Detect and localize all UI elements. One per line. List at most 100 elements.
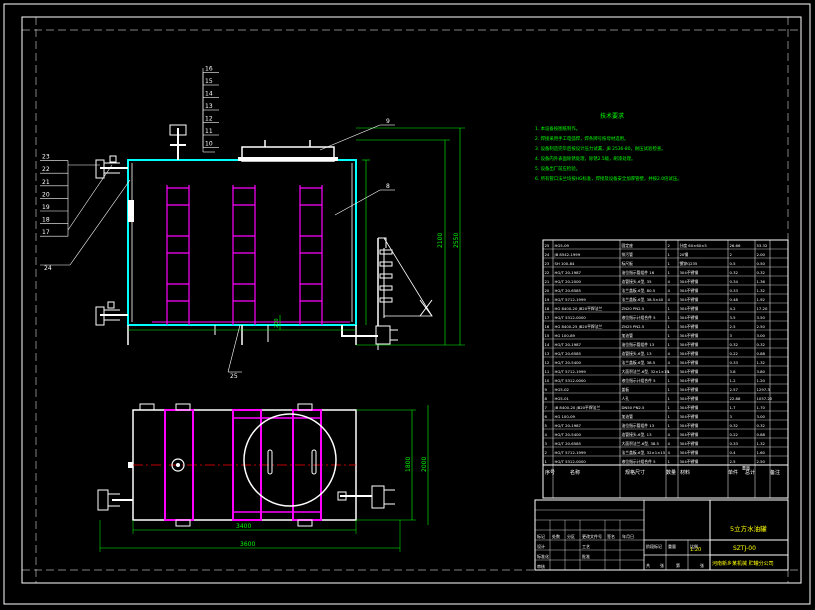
bom-cell: 21 bbox=[545, 279, 550, 284]
bom-cell: 23 bbox=[545, 261, 550, 266]
bom-cell: 3.8 bbox=[730, 369, 737, 374]
bom-cell: 304不锈钢 bbox=[680, 342, 699, 347]
bom-cell: 304不锈钢 bbox=[680, 423, 699, 428]
bom-cell: 24 bbox=[545, 252, 550, 257]
bom-cell: 304不锈钢 bbox=[680, 333, 699, 338]
bom-cell: 8 bbox=[545, 396, 548, 401]
bom-cell: 3.80 bbox=[757, 369, 766, 374]
tech-note-line: 6. 所有管口法兰均按HG标准，焊接及设备安全加厚管壁，并按2.0倍试压。 bbox=[535, 175, 682, 182]
bom-cell: 1 bbox=[668, 315, 671, 320]
bom-cell: 4 bbox=[668, 297, 671, 302]
bom-header-cell: 总计 bbox=[745, 469, 755, 476]
bom-cell: HG 100-09 bbox=[555, 414, 576, 419]
tech-note-line: 2. 焊接采用手工电弧焊，焊条牌号按母材选用。 bbox=[535, 135, 628, 142]
bom-cell: 3 bbox=[730, 333, 733, 338]
tb-label: 张 bbox=[700, 562, 704, 568]
bom-cell: 连管接头-6型, 13 bbox=[622, 351, 653, 356]
tech-notes-items: 1. 本设备按图纸制作。2. 焊接采用手工电弧焊，焊条牌号按母材选用。3. 设备… bbox=[535, 125, 682, 182]
bom-cell: 304不锈钢 bbox=[680, 378, 699, 383]
bom-cell: 0.33 bbox=[730, 288, 739, 293]
bom-header-cell: 材料 bbox=[680, 469, 690, 476]
tb-label: 批准 bbox=[582, 553, 590, 559]
bom-cell: 304不锈钢 bbox=[680, 315, 699, 320]
bom-cell: 12 bbox=[545, 360, 550, 365]
sheet-outer-border bbox=[3, 3, 811, 605]
bom-cell: HG/T 20-5400 bbox=[555, 360, 582, 365]
bom-cell: 10 bbox=[545, 378, 550, 383]
tech-notes: 技术要求 1. 本设备按图纸制作。2. 焊接采用手工电弧焊，焊条牌号按母材选用。… bbox=[535, 112, 682, 182]
bom-cell: 1 bbox=[668, 405, 671, 410]
bom-cell: 排污管 bbox=[622, 252, 634, 257]
bom-cell: 304不锈钢 bbox=[680, 351, 699, 356]
bom-cell: 2.5 bbox=[730, 459, 737, 464]
title-block-labels: 标记处数分区更改文件号签名年月日设计标准化审核工艺批准阶段标记重量比例共张第张 bbox=[535, 509, 704, 570]
bom-cell: 17 bbox=[545, 315, 550, 320]
bom-cell: 固定座 bbox=[622, 243, 634, 248]
bom-cell: HG5-01 bbox=[555, 396, 570, 401]
tb-label: 分区 bbox=[567, 533, 575, 539]
bom-header-cell: 规格尺寸 bbox=[625, 469, 645, 476]
bom-cell: 22 bbox=[545, 270, 550, 275]
bom-cell: 0.22 bbox=[730, 351, 739, 356]
bom-cell: HG/T 20-1987 bbox=[555, 270, 582, 275]
tech-notes-title: 技术要求 bbox=[600, 112, 624, 120]
tb-label: 阶段标记 bbox=[646, 543, 662, 549]
bom-cell: 0.50 bbox=[757, 261, 766, 266]
bom-cell: 0.32 bbox=[757, 342, 766, 347]
bom-cell: HG5-09 bbox=[555, 243, 570, 248]
bom-cell: 304不锈钢 bbox=[680, 414, 699, 419]
bom-cell: 5 bbox=[545, 423, 548, 428]
title-block: 5立方水油罐 SZTJ-00 河南新乡某机械 贮罐分公司 1:20 标记处数分区… bbox=[534, 499, 789, 571]
bom-cell: HG5-02 bbox=[555, 387, 570, 392]
balloon-label: 15 bbox=[205, 78, 213, 85]
manhole-handle-2 bbox=[311, 449, 317, 475]
vent-center bbox=[176, 463, 180, 467]
balloon-label: 17 bbox=[42, 229, 50, 236]
dim-length-overall: 3600 bbox=[240, 541, 255, 548]
tb-label: 第 bbox=[676, 562, 680, 568]
bom-cell: 2.50 bbox=[757, 324, 766, 329]
bom-cell: 1 bbox=[668, 378, 671, 383]
bom-cell: 0.33 bbox=[730, 441, 739, 446]
bom-cell: 0.4 bbox=[730, 450, 737, 455]
bom-cell: 人孔 bbox=[622, 396, 630, 401]
bom-cell: 1 bbox=[668, 324, 671, 329]
bom-cell: 20钢 bbox=[680, 252, 689, 257]
bom-cell: 加油管 bbox=[622, 333, 634, 338]
balloon-label: 14 bbox=[205, 91, 213, 98]
bom-cell: 液位指示计组合件 5 bbox=[622, 459, 657, 464]
bom-cell: 4.2 bbox=[730, 306, 737, 311]
bom-cell: 连管接头-6型, 13 bbox=[622, 432, 653, 437]
bom-cell: 1 bbox=[668, 387, 671, 392]
bom-cell: 16 bbox=[545, 324, 550, 329]
bom-cell: 3.00 bbox=[757, 333, 766, 338]
bom-cell: 大面积法兰-6型, 32×1×15 bbox=[622, 369, 670, 374]
balloon-label: 12 bbox=[205, 116, 213, 123]
bom-cell: 53.32 bbox=[757, 243, 768, 248]
bom-cell: HG 8400-25 JB20平焊法兰 bbox=[555, 324, 603, 329]
tb-label: 标记 bbox=[537, 533, 545, 539]
bom-cell: HG/T 5312-0000 bbox=[555, 378, 587, 383]
tb-label: 工艺 bbox=[582, 544, 590, 549]
bom-cell: 3.00 bbox=[757, 414, 766, 419]
bom-cell: 0.48 bbox=[730, 297, 739, 302]
bom-cell: 304不锈钢 bbox=[680, 405, 699, 410]
bom-cell: 304不锈钢 bbox=[680, 297, 699, 302]
front-dimensions: 2100 2550 200 bbox=[128, 127, 465, 346]
bom-cell: 2.5 bbox=[730, 324, 737, 329]
bom-cell: 盖板 bbox=[622, 387, 630, 392]
bom-cell: 1.36 bbox=[757, 279, 766, 284]
dim-height-main: 2100 bbox=[437, 233, 444, 248]
leader-lines: 9 8 24 25 bbox=[40, 68, 395, 380]
